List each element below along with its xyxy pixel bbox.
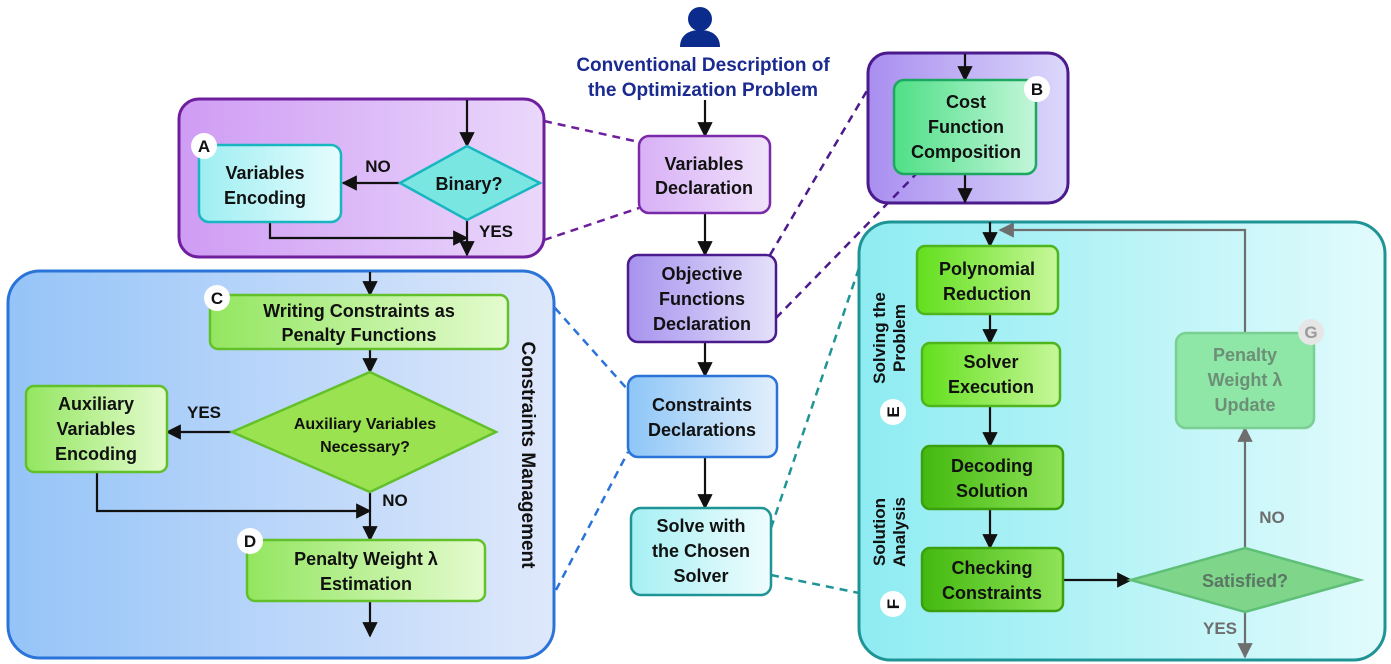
objective-functions-line1: Objective <box>661 264 742 284</box>
badge-c <box>204 285 230 311</box>
variables-encoding-box[interactable]: Variables Encoding <box>197 143 343 224</box>
solve-with-solver-box[interactable]: Solve with the Chosen Solver <box>629 506 773 597</box>
badge-g <box>1298 319 1324 345</box>
penalty-update-line3: Update <box>1214 395 1275 415</box>
variables-declaration-line1: Variables <box>664 154 743 174</box>
cost-function-composition-box[interactable]: Cost Function Composition <box>892 78 1038 176</box>
constraints-declarations-line2: Declarations <box>648 420 756 440</box>
analysis-label-line1: Solution <box>870 498 889 566</box>
objective-functions-box[interactable]: Objective Functions Declaration <box>626 253 778 344</box>
constraints-declarations-box[interactable]: Constraints Declarations <box>626 374 779 459</box>
panel-a-no-label: NO <box>365 157 391 176</box>
satisfied-decision[interactable]: Satisfied? <box>1126 546 1365 614</box>
variables-encoding-line2: Encoding <box>224 188 306 208</box>
objective-functions-line3: Declaration <box>653 314 751 334</box>
checking-line2: Constraints <box>942 583 1042 603</box>
solver-execution-box[interactable]: Solver Execution <box>920 341 1062 408</box>
satisfied-label: Satisfied? <box>1202 571 1288 591</box>
variables-declaration-line2: Declaration <box>655 178 753 198</box>
badge-e <box>880 399 906 425</box>
decoding-line2: Solution <box>956 481 1028 501</box>
polynomial-line2: Reduction <box>943 284 1031 304</box>
writing-constraints-box[interactable]: Writing Constraints as Penalty Functions <box>208 293 510 351</box>
aux-decision-line2: Necessary? <box>320 439 410 456</box>
aux-decision-line1: Auxiliary Variables <box>294 416 436 433</box>
badge-e-label: E <box>884 406 903 417</box>
analysis-label-line2: Analysis <box>890 497 909 567</box>
auxiliary-encoding-box[interactable]: Auxiliary Variables Encoding <box>24 384 169 474</box>
cost-function-line1: Cost <box>946 92 986 112</box>
aux-encoding-line3: Encoding <box>55 444 137 464</box>
badge-g-label: G <box>1304 323 1317 342</box>
polynomial-reduction-box[interactable]: Polynomial Reduction <box>915 244 1060 316</box>
variables-encoding-line1: Variables <box>225 163 304 183</box>
cost-function-line2: Function <box>928 117 1004 137</box>
badge-f <box>880 591 906 617</box>
dashed-connectors <box>543 88 921 595</box>
penalty-estimation-line1: Penalty Weight λ <box>294 549 438 569</box>
solver-line1: Solver <box>963 352 1018 372</box>
badge-a-label: A <box>198 137 210 156</box>
constraints-management-title: Constraints Management <box>517 342 538 570</box>
aux-encoding-line2: Variables <box>56 419 135 439</box>
penalty-update-line1: Penalty <box>1213 345 1277 365</box>
badge-d <box>237 528 263 554</box>
flow-arrows <box>95 54 1133 638</box>
solving-label-line2: Problem <box>890 304 909 372</box>
decoding-line1: Decoding <box>951 456 1033 476</box>
checking-line1: Checking <box>951 558 1032 578</box>
badge-c-label: C <box>211 289 223 308</box>
badge-f-label: F <box>884 599 903 609</box>
penalty-update-line2: Weight λ <box>1208 370 1283 390</box>
aux-encoding-line1: Auxiliary <box>58 394 134 414</box>
solve-no-label: NO <box>1259 508 1285 527</box>
constraints-yes-label: YES <box>187 403 221 422</box>
penalty-estimation-line2: Estimation <box>320 574 412 594</box>
header-title-line1: Conventional Description of <box>576 55 830 76</box>
writing-constraints-line1: Writing Constraints as <box>263 301 455 321</box>
binary-decision[interactable]: Binary? <box>397 144 543 222</box>
solving-label-line1: Solving the <box>870 292 889 384</box>
badge-a <box>191 133 217 159</box>
variables-declaration-box[interactable]: Variables Declaration <box>637 134 772 215</box>
constraints-no-label: NO <box>382 491 408 510</box>
auxiliary-variables-decision[interactable]: Auxiliary Variables Necessary? <box>228 370 499 494</box>
solver-line2: Execution <box>948 377 1034 397</box>
solve-line3: Solver <box>673 566 728 586</box>
constraints-declarations-line1: Constraints <box>652 395 752 415</box>
writing-constraints-line2: Penalty Functions <box>281 325 436 345</box>
penalty-estimation-box[interactable]: Penalty Weight λ Estimation <box>245 538 487 603</box>
penalty-update-box[interactable]: Penalty Weight λ Update <box>1174 331 1316 430</box>
solve-yes-label: YES <box>1203 619 1237 638</box>
badge-b-label: B <box>1031 80 1043 99</box>
header-title-line2: the Optimization Problem <box>588 80 818 101</box>
panel-a-yes-label: YES <box>479 222 513 241</box>
objective-functions-line2: Functions <box>659 289 745 309</box>
binary-decision-label: Binary? <box>435 174 502 194</box>
decoding-solution-box[interactable]: Decoding Solution <box>920 444 1065 511</box>
cost-function-line3: Composition <box>911 142 1021 162</box>
solve-line2: the Chosen <box>652 541 750 561</box>
feedback-arrows <box>998 222 1253 659</box>
badge-d-label: D <box>244 532 256 551</box>
checking-constraints-box[interactable]: Checking Constraints <box>920 546 1065 613</box>
solve-line1: Solve with <box>656 516 745 536</box>
user-icon <box>680 7 720 47</box>
badge-b <box>1024 76 1050 102</box>
polynomial-line1: Polynomial <box>939 259 1035 279</box>
